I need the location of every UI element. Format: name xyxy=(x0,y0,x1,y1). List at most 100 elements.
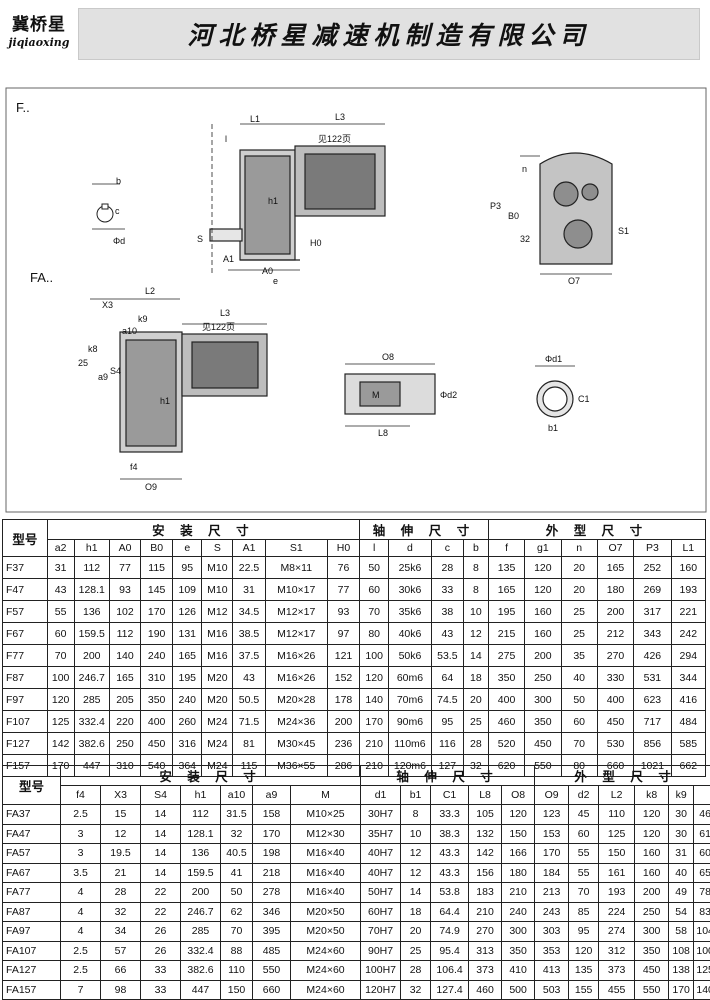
value-cell: 106.4 xyxy=(431,961,469,981)
column-header: X3 xyxy=(101,786,141,805)
value-cell: M20×28 xyxy=(265,689,327,711)
column-header: k9 xyxy=(669,786,694,805)
value-cell: 165 xyxy=(488,579,524,601)
value-cell: 25 xyxy=(401,941,431,961)
value-cell: 285 xyxy=(74,689,109,711)
value-cell: M8×11 xyxy=(265,557,327,579)
value-cell: 400 xyxy=(141,711,173,733)
value-cell: 4 xyxy=(61,922,101,942)
value-cell: 12 xyxy=(401,844,431,864)
value-cell: 485 xyxy=(253,941,291,961)
svg-text:S4: S4 xyxy=(110,366,121,376)
value-cell: 43 xyxy=(47,579,74,601)
value-cell: 93 xyxy=(327,601,359,623)
svg-text:a9: a9 xyxy=(98,372,108,382)
group-install-dims: 安 装 尺 寸 xyxy=(47,520,359,540)
value-cell: 136 xyxy=(181,844,221,864)
svg-text:S1: S1 xyxy=(618,226,629,236)
value-cell: M16×26 xyxy=(265,645,327,667)
svg-text:h1: h1 xyxy=(268,196,278,206)
value-cell: 95.4 xyxy=(431,941,469,961)
value-cell: 70H7 xyxy=(361,922,401,942)
value-cell: M16 xyxy=(202,645,233,667)
value-cell: 150 xyxy=(599,844,635,864)
value-cell: 77 xyxy=(109,557,140,579)
value-cell: M24 xyxy=(202,733,233,755)
value-cell: 160 xyxy=(635,863,669,883)
value-cell: 70m6 xyxy=(389,689,432,711)
value-cell: 14 xyxy=(141,863,181,883)
value-cell: 240 xyxy=(502,902,535,922)
value-cell: 195 xyxy=(173,667,202,689)
value-cell: 313 xyxy=(469,941,502,961)
svg-text:L3: L3 xyxy=(220,308,230,318)
value-cell: 159.5 xyxy=(74,623,109,645)
value-cell: 62 xyxy=(221,902,253,922)
value-cell: 270 xyxy=(469,922,502,942)
value-cell: 26 xyxy=(141,922,181,942)
column-header: S4 xyxy=(141,786,181,805)
value-cell: 32 xyxy=(101,902,141,922)
column-header: n xyxy=(561,540,597,557)
value-cell: 395 xyxy=(253,922,291,942)
value-cell: 31.5 xyxy=(221,805,253,825)
value-cell: 45 xyxy=(569,805,599,825)
column-header: a10 xyxy=(221,786,253,805)
value-cell: 278 xyxy=(253,883,291,903)
value-cell: 128.1 xyxy=(74,579,109,601)
value-cell: 170 xyxy=(141,601,173,623)
value-cell: 350 xyxy=(141,689,173,711)
value-cell: 136 xyxy=(74,601,109,623)
value-cell: 20 xyxy=(401,922,431,942)
column-header: A0 xyxy=(109,540,140,557)
value-cell: M16×40 xyxy=(291,844,361,864)
value-cell: 18 xyxy=(463,667,488,689)
column-header: S xyxy=(202,540,233,557)
group-shaft-dims: 轴 伸 尺 寸 xyxy=(361,766,535,786)
value-cell: 178 xyxy=(327,689,359,711)
value-cell: 274 xyxy=(599,922,635,942)
value-cell: 53.8 xyxy=(431,883,469,903)
value-cell: 33 xyxy=(431,579,463,601)
value-cell: 200 xyxy=(327,711,359,733)
f-shaft-key-view xyxy=(92,184,125,229)
title-band: 河北桥星减速机制造有限公司 xyxy=(78,8,700,60)
value-cell: 224 xyxy=(599,902,635,922)
svg-text:A1: A1 xyxy=(223,254,234,264)
value-cell: 200 xyxy=(597,601,633,623)
value-cell: 60 xyxy=(360,579,389,601)
value-cell: 450 xyxy=(525,733,561,755)
value-cell: 140 xyxy=(109,645,140,667)
value-cell: 413 xyxy=(535,961,569,981)
model-cell: F97 xyxy=(3,689,48,711)
value-cell: 70 xyxy=(47,645,74,667)
value-cell: 160 xyxy=(635,844,669,864)
value-cell: 22 xyxy=(141,902,181,922)
value-cell: 135 xyxy=(488,557,524,579)
value-cell: 132 xyxy=(469,824,502,844)
fa-hollow-shaft-view xyxy=(345,364,435,426)
value-cell: 303 xyxy=(535,922,569,942)
header: 冀桥星 jiqiaoxing 河北桥星减速机制造有限公司 xyxy=(0,0,710,70)
value-cell: 3 xyxy=(61,844,101,864)
value-cell: 65 xyxy=(694,863,710,883)
value-cell: 93 xyxy=(109,579,140,601)
value-cell: 60m6 xyxy=(389,667,432,689)
svg-text:k9: k9 xyxy=(138,314,148,324)
value-cell: M10 xyxy=(202,557,233,579)
value-cell: 110 xyxy=(599,805,635,825)
value-cell: 252 xyxy=(634,557,671,579)
value-cell: 310 xyxy=(141,667,173,689)
value-cell: 38.3 xyxy=(431,824,469,844)
model-header: 型号 xyxy=(3,766,61,805)
column-header: d xyxy=(389,540,432,557)
model-cell: F87 xyxy=(3,667,48,689)
value-cell: 410 xyxy=(502,961,535,981)
logo-chinese: 冀桥星 xyxy=(8,10,70,35)
value-cell: 236 xyxy=(327,733,359,755)
value-cell: 2.5 xyxy=(61,805,101,825)
value-cell: 210 xyxy=(360,733,389,755)
